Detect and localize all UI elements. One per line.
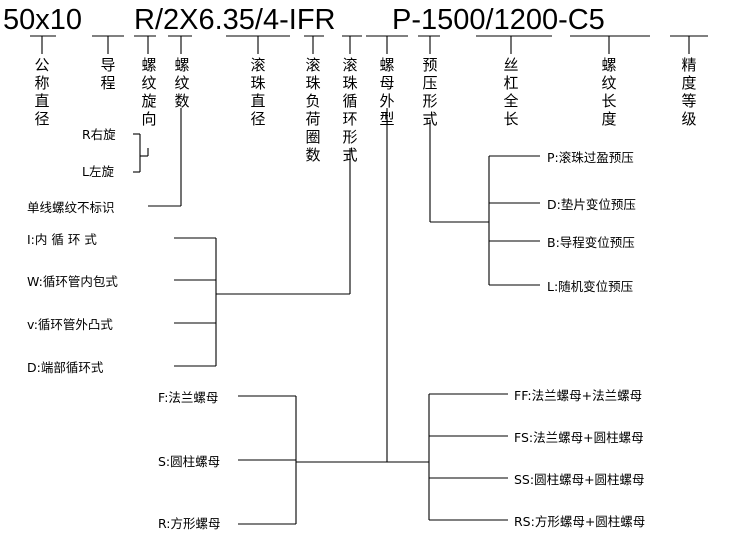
header-thread-direction: 螺纹旋向 [141, 56, 157, 128]
preload-connector [429, 120, 540, 286]
thread-count-connector [148, 108, 182, 207]
header-screw-length: 丝杠全长 [503, 56, 519, 128]
code-tail-segment: P-1500/1200-C5 [392, 4, 605, 36]
header-thread-length: 螺纹长度 [601, 56, 617, 128]
circulation-tube-internal-label: W:循环管内包式 [27, 274, 118, 289]
preload-interference-label: P:滚珠过盈预压 [547, 150, 634, 165]
nut-shape-connector [238, 108, 508, 525]
circulation-connector [174, 148, 351, 367]
header-nominal-diameter: 公称直径 [34, 56, 50, 128]
header-preload-type: 预压形式 [422, 56, 438, 128]
double-nut-ss-label: SS:圆柱螺母+圆柱螺母 [514, 472, 645, 487]
code-mid-segment: R/2X6.35/4-IFR [134, 4, 336, 36]
circulation-end-cap-label: D:端部循环式 [27, 360, 104, 375]
preload-random-label: L:随机变位预压 [547, 279, 634, 294]
header-ticks [41, 36, 690, 54]
header-thread-count: 螺纹数 [174, 56, 190, 110]
single-thread-note: 单线螺纹不标识 [27, 200, 115, 215]
nut-square-label: R:方形螺母 [158, 516, 221, 531]
preload-spacer-label: D:垫片变位预压 [547, 197, 636, 212]
double-nut-rs-label: RS:方形螺母+圆柱螺母 [514, 514, 646, 529]
header-lead: 导程 [100, 56, 116, 92]
nut-flange-label: F:法兰螺母 [158, 390, 219, 405]
header-ball-load-turns: 滚珠负荷圈数 [305, 56, 321, 164]
preload-lead-shift-label: B:导程变位预压 [547, 235, 635, 250]
header-nut-shape: 螺母外型 [379, 56, 395, 128]
nut-cylindrical-label: S:圆柱螺母 [158, 454, 221, 469]
double-nut-ff-label: FF:法兰螺母+法兰螺母 [514, 388, 643, 403]
code-diameter-lead: 50x10 [3, 4, 83, 36]
header-accuracy-grade: 精度等级 [681, 56, 697, 128]
rotation-right-label: R右旋 [82, 127, 116, 142]
rotation-connector [133, 133, 149, 173]
circulation-internal-label: I:内 循 环 式 [27, 232, 97, 247]
circulation-tube-external-label: v:循环管外凸式 [27, 317, 113, 332]
header-ball-diameter: 滚珠直径 [250, 56, 266, 128]
header-ball-circulation: 滚珠循环形式 [342, 56, 358, 164]
double-nut-fs-label: FS:法兰螺母+圆柱螺母 [514, 430, 644, 445]
rotation-left-label: L左旋 [82, 164, 114, 179]
